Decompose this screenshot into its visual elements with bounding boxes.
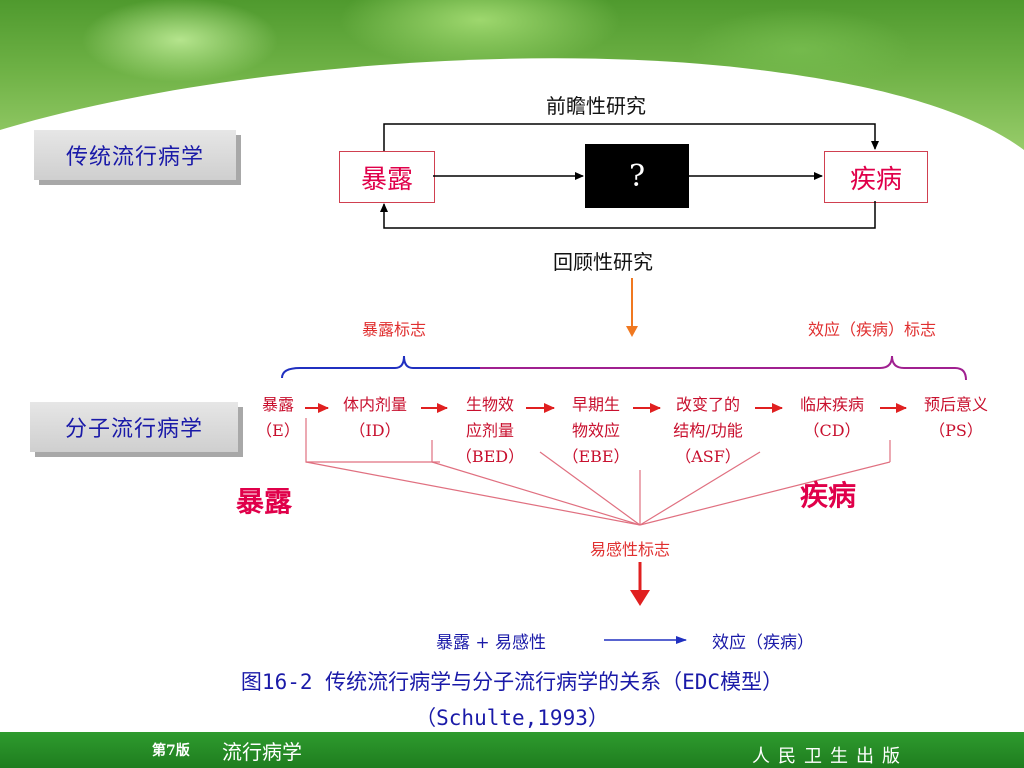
- figure-citation: （Schulte,1993）: [415, 706, 609, 730]
- unknown-mechanism-node: ?: [585, 144, 689, 208]
- footer-publisher: 人民卫生出版: [752, 746, 908, 767]
- step-clinical-disease: 临床疾病 （CD）: [799, 395, 864, 440]
- disease-node: 疾病: [824, 151, 928, 203]
- step-prognostic-significance: 预后意义 （PS）: [923, 395, 988, 440]
- susceptibility-connectors: [305, 418, 891, 526]
- exposure-marker-label: 暴露标志: [362, 320, 427, 339]
- figure-caption: 图16-2 传统流行病学与分子流行病学的关系（EDC模型）: [240, 670, 784, 694]
- traditional-epidemiology-label: 传统流行病学: [34, 130, 236, 180]
- footer-book-title: 流行病学: [222, 740, 302, 764]
- exposure-marker-brace: [281, 355, 480, 379]
- formula-left: 暴露 + 易感性: [436, 633, 547, 653]
- effect-marker-brace: [480, 355, 967, 381]
- prospective-arrow: [383, 123, 879, 151]
- susceptibility-marker-label: 易感性标志: [590, 540, 671, 559]
- leaf-curve-overlay: [0, 58, 1024, 160]
- retrospective-study-label: 回顾性研究: [553, 250, 653, 274]
- step-early-biological-effect: 早期生 物效应 （EBE）: [562, 395, 630, 466]
- big-exposure-label: 暴露: [236, 485, 293, 518]
- exposure-node: 暴露: [339, 151, 435, 203]
- footer-edition: 第7版: [152, 743, 190, 759]
- step-internal-dose: 体内剂量 （ID）: [342, 395, 407, 440]
- footer-bar: [0, 732, 1024, 768]
- formula-right: 效应（疾病）: [712, 633, 814, 653]
- step-exposure: 暴露 （E）: [256, 395, 300, 440]
- effect-marker-label: 效应（疾病）标志: [808, 320, 937, 339]
- prospective-study-label: 前瞻性研究: [546, 94, 646, 118]
- molecular-epidemiology-label: 分子流行病学: [30, 402, 238, 452]
- step-biologically-effective-dose: 生物效 应剂量 （BED）: [455, 395, 525, 466]
- big-disease-label: 疾病: [800, 479, 857, 512]
- retrospective-arrow: [380, 201, 876, 229]
- step-altered-structure-function: 改变了的 结构/功能 （ASF）: [673, 395, 743, 466]
